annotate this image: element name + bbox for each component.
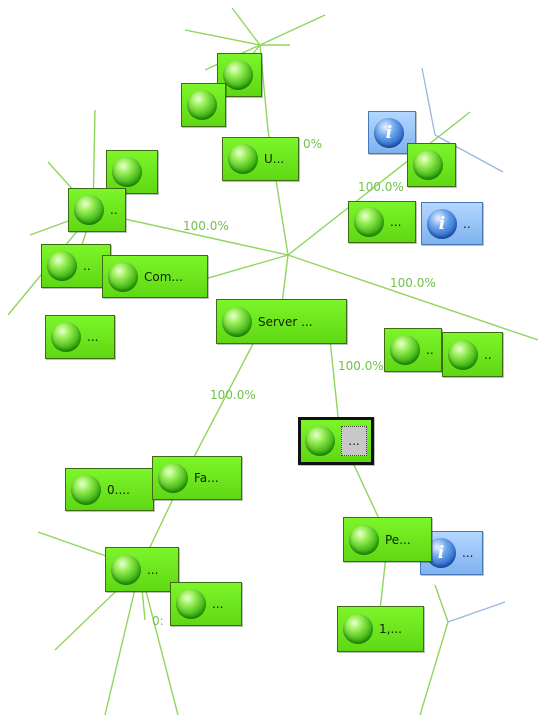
green-status-icon bbox=[343, 614, 373, 644]
edge-percent-label: 100.0% bbox=[338, 359, 384, 373]
green-status-icon bbox=[354, 207, 384, 237]
green-status-icon bbox=[71, 474, 101, 505]
green-status-icon bbox=[108, 261, 138, 292]
green-status-icon bbox=[74, 195, 104, 225]
node-label: Server ... bbox=[258, 314, 313, 329]
node-com[interactable]: Com... bbox=[102, 255, 208, 298]
green-status-icon bbox=[111, 554, 141, 585]
info-icon: i bbox=[374, 117, 404, 148]
node-selected[interactable]: ... bbox=[298, 417, 374, 465]
node-zero[interactable]: 0.... bbox=[65, 468, 154, 511]
edge-percent-label: 100.0% bbox=[183, 219, 229, 233]
node-label: ... bbox=[390, 215, 402, 229]
node-bottom-left-b[interactable]: ... bbox=[170, 582, 242, 626]
node-label: .. bbox=[484, 347, 492, 362]
node-right-small[interactable] bbox=[407, 143, 456, 187]
node-top-upper[interactable] bbox=[217, 53, 262, 97]
green-status-icon bbox=[390, 335, 420, 365]
node-info-mid[interactable]: i .. bbox=[421, 202, 483, 245]
node-label: ... bbox=[462, 546, 474, 560]
info-icon: i bbox=[427, 208, 457, 239]
node-label: .. bbox=[83, 259, 91, 273]
green-status-icon bbox=[349, 524, 379, 555]
edge-percent-label: 100.0% bbox=[210, 388, 256, 402]
node-one[interactable]: 1,... bbox=[337, 606, 424, 652]
node-pe[interactable]: Pe... bbox=[343, 517, 432, 562]
node-label: .. bbox=[463, 216, 471, 231]
node-right-mid[interactable]: ... bbox=[348, 201, 416, 243]
node-left-hub[interactable]: .. bbox=[68, 188, 126, 232]
node-right-pair-a[interactable]: .. bbox=[384, 328, 442, 372]
green-status-icon bbox=[51, 322, 81, 352]
node-label: Com... bbox=[144, 269, 183, 284]
edge-percent-label: 100.0% bbox=[390, 276, 436, 290]
node-label: .. bbox=[110, 203, 118, 217]
node-top-lower[interactable] bbox=[181, 83, 226, 127]
node-label: 0.... bbox=[107, 482, 130, 497]
green-status-icon bbox=[228, 144, 258, 174]
node-label: U... bbox=[264, 152, 285, 166]
edge-percent-label: 100.0% bbox=[358, 180, 404, 194]
node-left-top[interactable] bbox=[106, 150, 158, 194]
edge-percent-label: 0: bbox=[152, 614, 164, 628]
node-label: Fa... bbox=[194, 471, 219, 485]
node-label: 1,... bbox=[379, 622, 402, 636]
node-label: .. bbox=[426, 343, 434, 357]
node-fa[interactable]: Fa... bbox=[152, 456, 242, 500]
green-status-icon bbox=[448, 339, 478, 370]
node-label: ... bbox=[147, 562, 159, 577]
node-left-mid[interactable]: .. bbox=[41, 244, 111, 288]
green-status-icon bbox=[47, 251, 77, 281]
green-status-icon bbox=[187, 90, 217, 120]
node-label: Pe... bbox=[385, 532, 411, 547]
edge-percent-label: 0% bbox=[303, 137, 323, 151]
green-status-icon bbox=[158, 463, 188, 493]
node-u[interactable]: U... bbox=[222, 137, 299, 181]
green-status-icon bbox=[223, 60, 253, 90]
node-bottom-left-hub[interactable]: ... bbox=[105, 547, 179, 592]
node-label: ... bbox=[212, 597, 224, 611]
node-label-editor[interactable]: ... bbox=[341, 426, 367, 456]
node-left-bottom[interactable]: ... bbox=[45, 315, 115, 359]
node-right-pair-b[interactable]: .. bbox=[442, 332, 503, 377]
node-label: ... bbox=[348, 434, 360, 448]
green-status-icon bbox=[305, 426, 335, 456]
node-server[interactable]: Server ... bbox=[216, 299, 347, 344]
green-status-icon bbox=[176, 589, 206, 619]
green-status-icon bbox=[112, 157, 142, 187]
green-status-icon bbox=[222, 306, 252, 337]
node-label: ... bbox=[87, 330, 99, 344]
green-status-icon bbox=[413, 150, 443, 180]
